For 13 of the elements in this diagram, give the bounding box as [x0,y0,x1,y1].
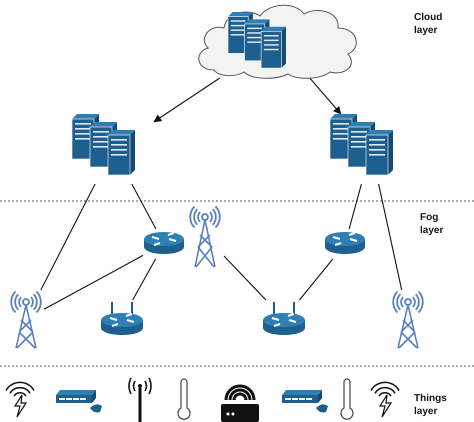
connector-line [378,184,402,290]
layer-label: Cloud layer [414,12,444,37]
connector-line [132,258,156,300]
connector-line [224,256,266,300]
connector-line [131,184,156,230]
arrow [309,78,342,115]
connector-line [299,258,334,300]
layer-label: Things layer [414,393,448,418]
connector-line [44,254,144,310]
arrow [153,78,220,122]
layer-label: Fog layer [420,212,444,237]
connector-line [348,184,362,230]
connector-line [40,184,96,290]
